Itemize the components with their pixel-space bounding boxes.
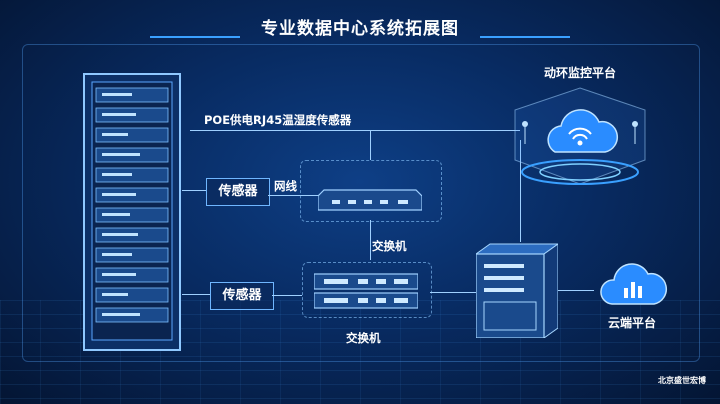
switch-link-line: [370, 220, 371, 260]
outer-frame: [22, 44, 700, 362]
sensor-top-box: 传感器: [206, 178, 270, 206]
title-deco-right: [480, 36, 570, 38]
cloud-platform-label: 云端平台: [608, 316, 657, 330]
cloud-icon: [600, 263, 667, 305]
switch-top-label: 交换机: [372, 239, 407, 253]
switch-bottom-frame: [302, 262, 432, 318]
network-line: [268, 195, 320, 196]
switch-icon: [314, 273, 418, 309]
tower-server-icon: [476, 243, 558, 338]
switch-bottom-label: 交换机: [346, 331, 381, 345]
brand-logo: 北京盛世宏博: [658, 376, 706, 385]
title-deco-left: [150, 36, 240, 38]
rack-sensor-bottom-line: [182, 294, 210, 295]
cloud-monitor-icon: [514, 87, 646, 185]
server-cloud-line: [558, 290, 594, 291]
server-monitor-line: [520, 140, 521, 242]
poe-drop-line: [370, 130, 371, 160]
switch-icon: [318, 189, 422, 211]
sensor-switch-line: [272, 295, 302, 296]
sensor-bottom-box: 传感器: [210, 282, 274, 310]
switch-server-line: [430, 292, 476, 293]
rack-sensor-top-line: [182, 190, 206, 191]
monitor-platform-label: 动环监控平台: [544, 66, 617, 80]
server-rack-icon: [83, 73, 181, 351]
poe-line: [190, 130, 520, 131]
page-title: 专业数据中心系统拓展图: [261, 19, 459, 39]
network-cable-label: 网线: [274, 179, 297, 193]
switch-top-frame: [300, 160, 442, 222]
poe-sensor-label: POE供电RJ45温湿度传感器: [204, 113, 352, 127]
